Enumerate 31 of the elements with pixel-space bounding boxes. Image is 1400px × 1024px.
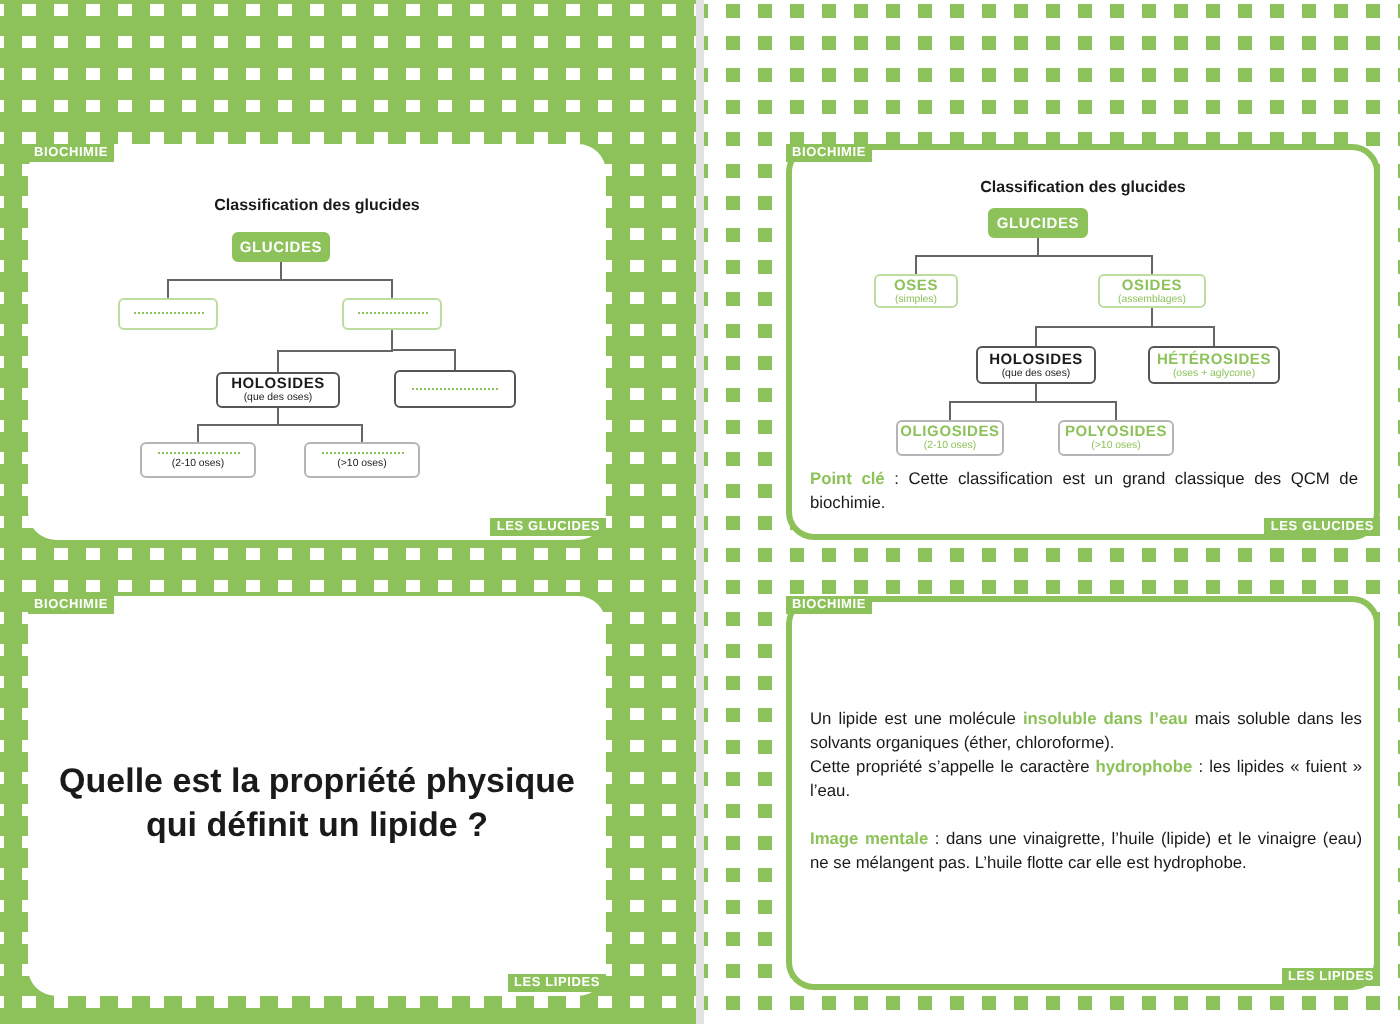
connector-line <box>1151 307 1215 347</box>
category-box <box>216 372 340 408</box>
connector-line <box>1035 383 1117 421</box>
category-box <box>896 420 1004 456</box>
flashcard <box>28 596 606 996</box>
category-box <box>988 208 1088 238</box>
flashcard <box>786 596 1380 990</box>
question-text: Quelle est la propriété physique qui définit un lipide ? <box>57 760 577 848</box>
card-text: Un lipide est une molécule insoluble dans l’eau mais soluble dans les solvants organiques (éther, chloroforme). <box>810 706 1362 754</box>
connector-line <box>391 329 456 371</box>
blank-box <box>342 298 442 330</box>
connector-line <box>280 261 393 299</box>
category-box <box>1058 420 1174 456</box>
card-text: Point clé : Cette classification est un grand classique des QCM de biochimie. <box>810 466 1358 514</box>
card-text: Image mentale : dans une vinaigrette, l’huile (lipide) et le vinaigre (eau) ne se mélangent pas. L’huile flotte car elle est hydrophobe. <box>810 826 1362 874</box>
blank-box <box>394 370 516 408</box>
category-box <box>976 346 1096 384</box>
card-title: Classification des glucides <box>212 196 422 214</box>
category-box <box>140 442 256 478</box>
connector-line <box>1037 237 1153 275</box>
category-box <box>874 274 958 308</box>
blank-box <box>118 298 218 330</box>
category-box <box>304 442 420 478</box>
card-text: Cette propriété s’appelle le caractère hydrophobe : les lipides « fuient » l’eau. <box>810 754 1362 802</box>
flashcard <box>786 144 1380 540</box>
card-title: Classification des glucides <box>978 178 1188 196</box>
category-box <box>1148 346 1280 384</box>
flashcard <box>28 144 606 540</box>
category-box <box>232 232 330 262</box>
connector-line <box>277 407 363 443</box>
category-box <box>1098 274 1206 308</box>
